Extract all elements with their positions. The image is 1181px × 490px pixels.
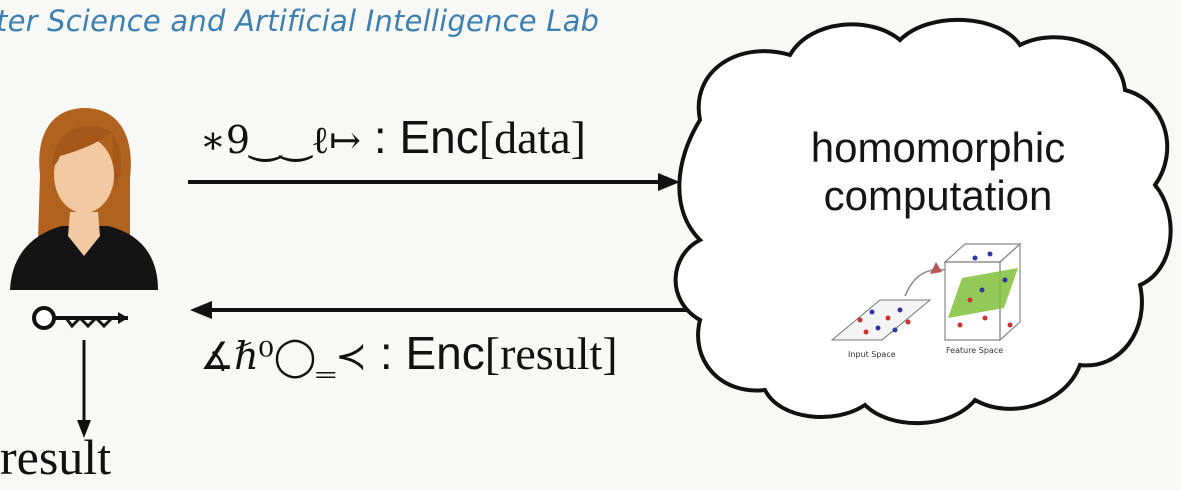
- cloud-label-line1: homomorphic: [810, 124, 1066, 171]
- encrypted-result-message: ∡ℏ⁰◯‗≺ : Enc[result]: [200, 326, 618, 380]
- separator: :: [361, 111, 400, 163]
- result-arrow: [77, 340, 91, 438]
- garbled-glyphs: ∗9‿‿ℓ↦: [200, 118, 362, 162]
- feature-space-label: Feature Space: [946, 346, 1004, 355]
- input-space-figure: [830, 262, 946, 341]
- feature-space-figure: [943, 242, 1022, 342]
- send-arrow: [188, 173, 680, 191]
- input-space-label: Input Space: [848, 350, 896, 359]
- enc-argument: [data]: [478, 112, 587, 163]
- enc-argument: [result]: [484, 328, 618, 379]
- cloud-shape: [673, 17, 1173, 426]
- cloud-label-line2: computation: [823, 172, 1053, 219]
- result-label: result: [0, 429, 112, 485]
- key-icon: [32, 306, 128, 330]
- return-arrow: [190, 301, 688, 319]
- enc-label: Enc: [399, 111, 479, 163]
- user-avatar-icon: [10, 108, 158, 290]
- separator: :: [367, 327, 406, 379]
- cloud-label: homomorphic computation: [748, 124, 1128, 220]
- lab-header-text: ter Science and Artificial Intelligence …: [0, 4, 600, 38]
- garbled-glyphs: ∡ℏ⁰◯‗≺: [200, 334, 368, 378]
- encrypted-data-message: ∗9‿‿ℓ↦ : Enc[data]: [200, 110, 586, 164]
- enc-label: Enc: [405, 327, 485, 379]
